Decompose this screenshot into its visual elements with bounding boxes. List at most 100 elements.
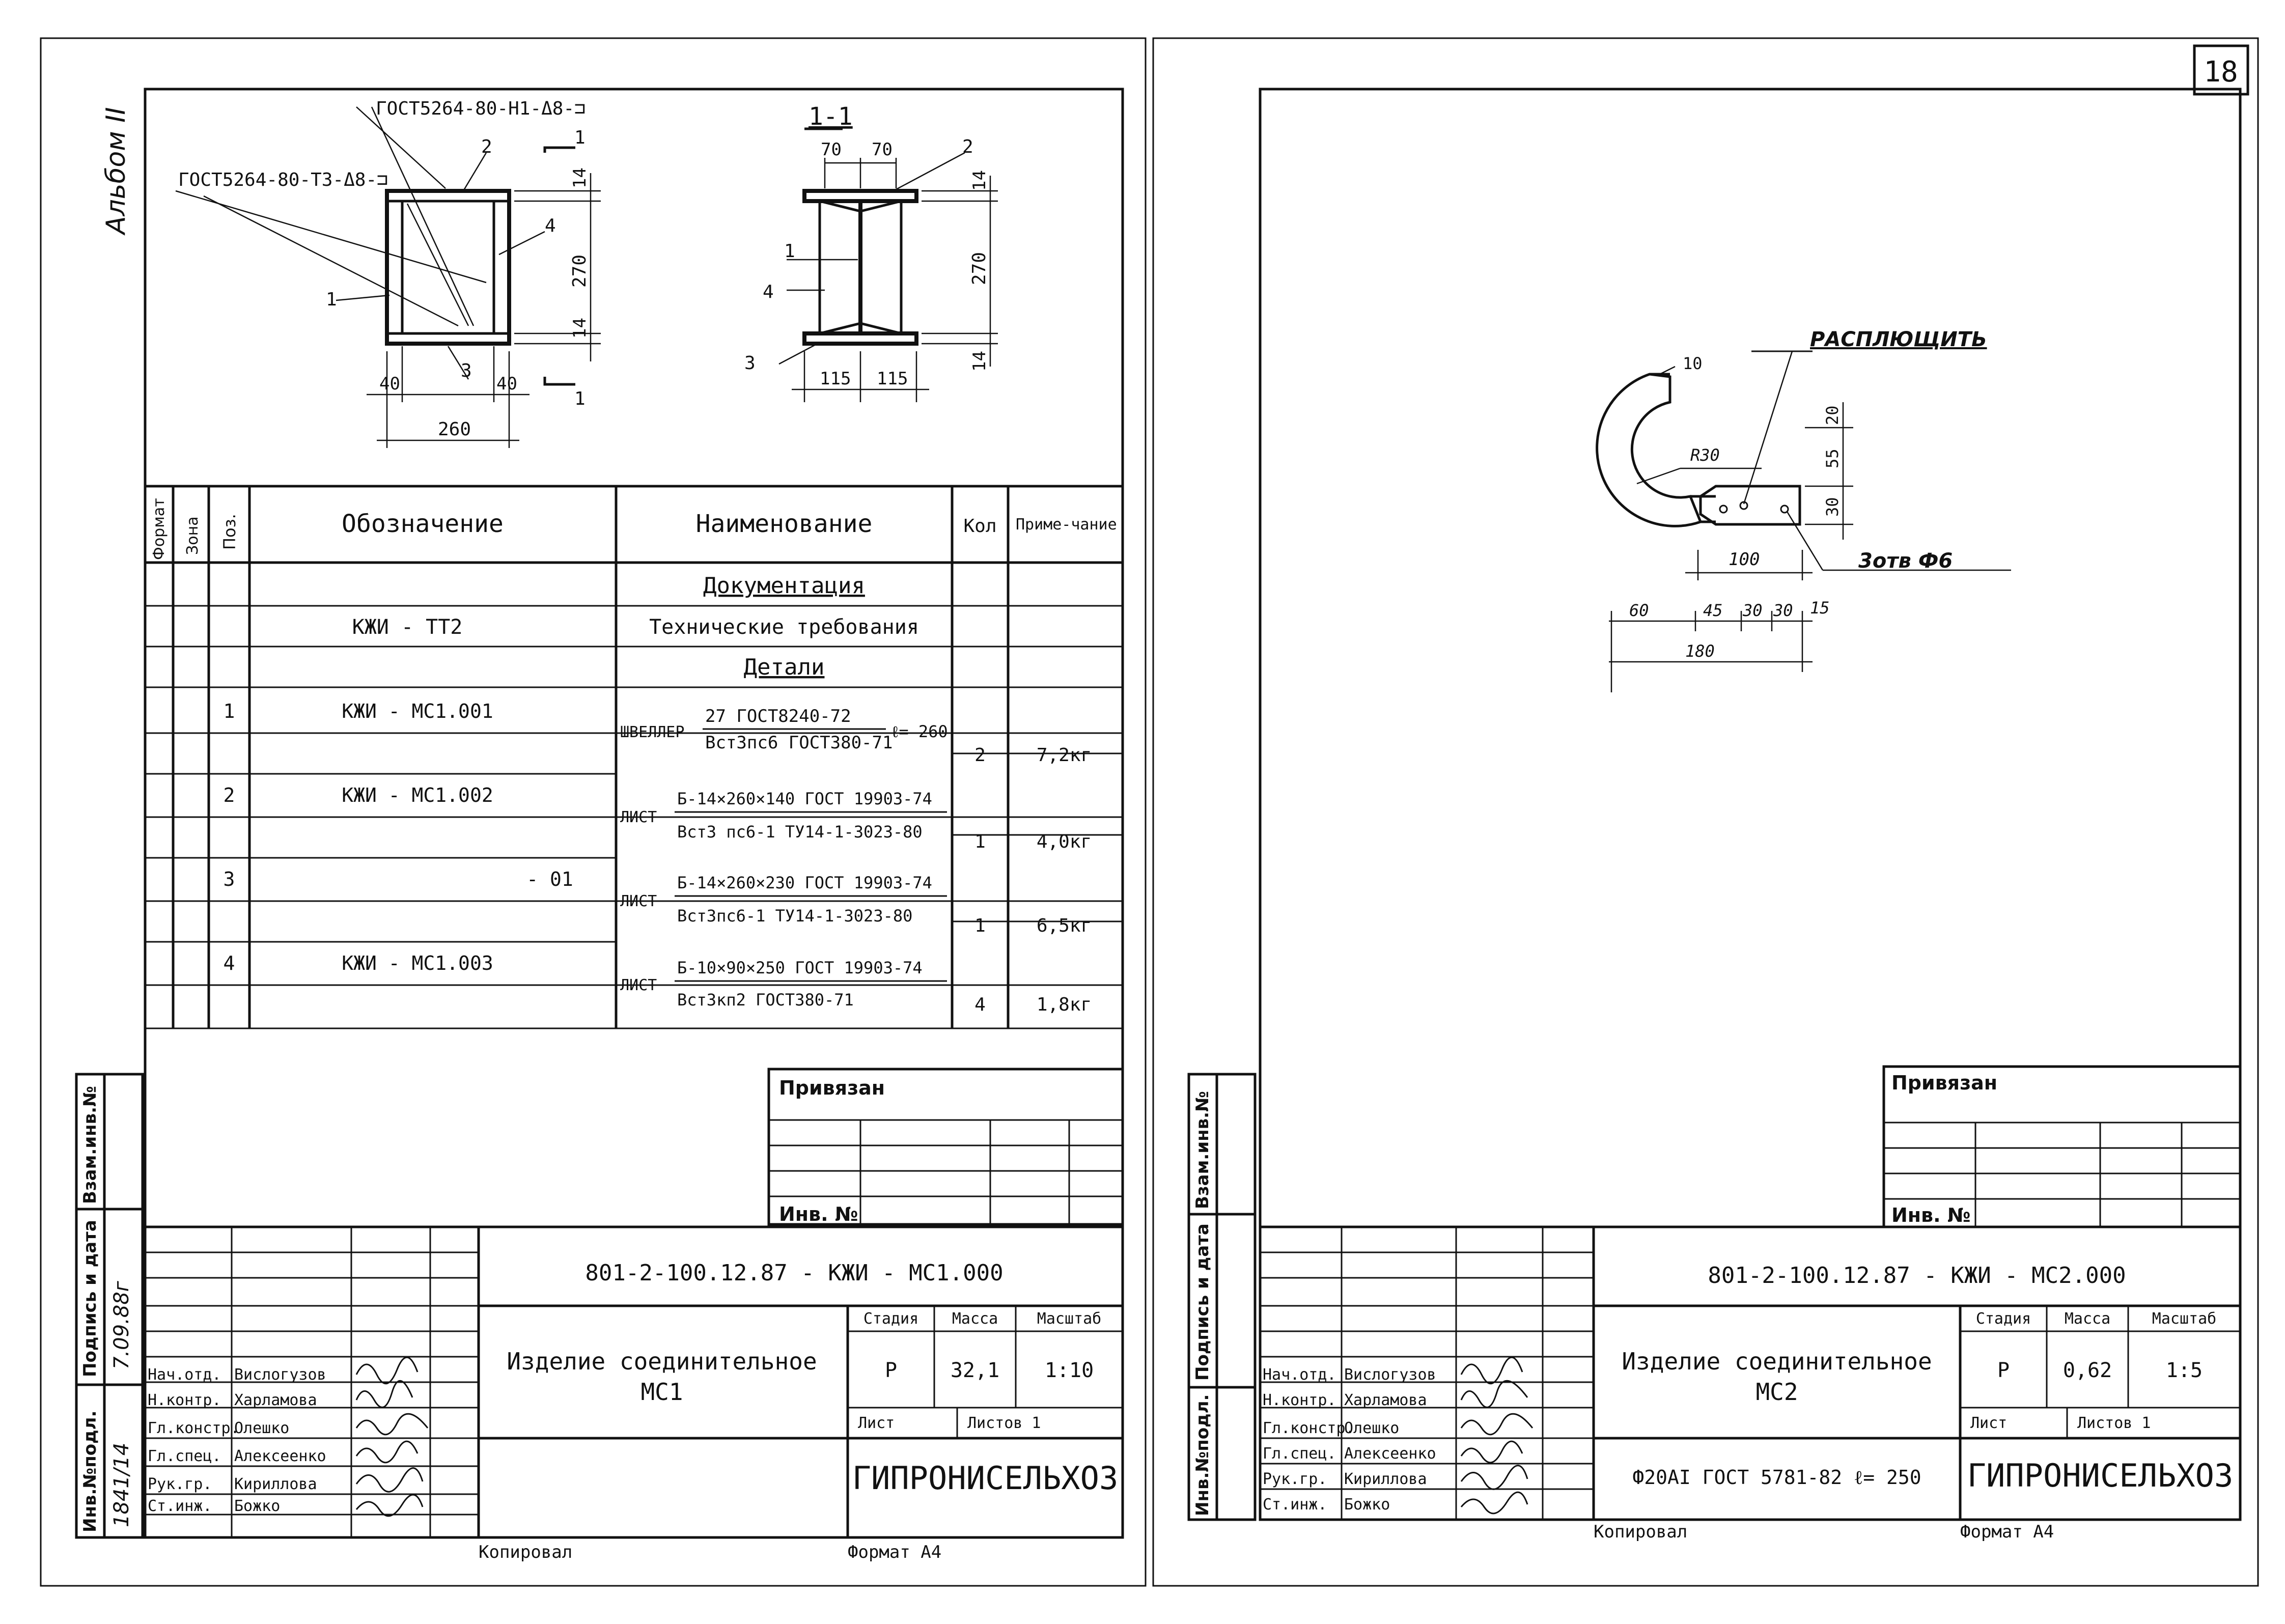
row2-mass: 4,0кг bbox=[1037, 831, 1092, 852]
left-sheet-border bbox=[40, 37, 1147, 1587]
left-margin-stamp bbox=[75, 1073, 144, 1539]
left-signatures bbox=[355, 1356, 429, 1517]
spec-row: 2 КЖИ - МС1.002 ЛИСТ Б-14×260×140 ГОСТ 1… bbox=[224, 784, 1092, 852]
left-margin-hand-date: 7.09.88г bbox=[110, 1280, 133, 1369]
left-role-0: Нач.отд. bbox=[148, 1366, 221, 1384]
rd-dim-45: 45 bbox=[1703, 601, 1723, 620]
d1-pos-4: 4 bbox=[545, 215, 556, 236]
left-role-5: Ст.инж. bbox=[148, 1497, 212, 1515]
row4-num: Б-10×90×250 ГОСТ 19903-74 bbox=[677, 958, 923, 977]
row1-code: КЖИ - МС1.001 bbox=[342, 700, 493, 722]
hdr-zone: Зона bbox=[184, 516, 202, 555]
left-title-line1: Изделие соединительное bbox=[507, 1348, 817, 1375]
spec-table-grid bbox=[145, 485, 1123, 1029]
left-name-0: Вислогузов bbox=[234, 1366, 326, 1384]
left-name-5: Божко bbox=[234, 1497, 280, 1515]
d1-dim-14a: 14 bbox=[570, 167, 590, 188]
right-margin-vzam: Взам.инв.№ bbox=[1192, 1091, 1213, 1209]
d1-dim-260: 260 bbox=[438, 419, 471, 440]
holes-label: 3отв Ф6 bbox=[1858, 549, 1953, 573]
left-margin-inv-podl: Инв.№подл. bbox=[80, 1411, 100, 1532]
right-h-scale: Масштаб bbox=[2152, 1310, 2216, 1328]
sec-pos-3: 3 bbox=[744, 353, 756, 374]
sheet-number-box bbox=[2193, 44, 2249, 96]
row2-den: Вст3 пс6-1 ТУ14-1-3023-80 bbox=[677, 822, 923, 842]
right-format: Формат А4 bbox=[1960, 1522, 2054, 1542]
rd-dim-10: 10 bbox=[1683, 354, 1703, 373]
right-role-1: Н.контр. bbox=[1263, 1391, 1336, 1409]
right-name-2: Олешко bbox=[1344, 1419, 1399, 1437]
left-privyazan-grid bbox=[767, 1068, 1124, 1226]
row1-mat: ШВЕЛЛЕР bbox=[620, 723, 684, 741]
right-privyazan-grid bbox=[1882, 1065, 2242, 1228]
row3-mat: ЛИСТ bbox=[620, 892, 657, 910]
row3-qty: 1 bbox=[974, 915, 986, 936]
right-scale: 1:5 bbox=[2166, 1359, 2203, 1382]
rd-dim-15: 15 bbox=[1810, 598, 1830, 618]
right-title-line2: МС2 bbox=[1755, 1378, 1798, 1406]
left-role-3: Гл.спец. bbox=[148, 1447, 221, 1465]
row3-mass: 6,5кг bbox=[1037, 915, 1092, 936]
right-hook-drawing bbox=[1596, 350, 2011, 692]
row4-den: Вст3кп2 ГОСТ380-71 bbox=[677, 990, 854, 1010]
right-margin-podpis: Подпись и дата bbox=[1192, 1223, 1213, 1381]
row4-code: КЖИ - МС1.003 bbox=[342, 952, 493, 974]
weld-top-label: ГОСТ5264-80-Н1-Δ8-⊐ bbox=[376, 98, 586, 119]
right-name-5: Божко bbox=[1344, 1496, 1390, 1514]
section-title: 1-1 bbox=[809, 102, 853, 131]
weld-left-label: ГОСТ5264-80-Т3-Δ8-⊐ bbox=[178, 170, 388, 190]
left-sheet: Лист bbox=[858, 1414, 895, 1432]
left-role-1: Н.контр. bbox=[148, 1391, 221, 1409]
right-name-3: Алексеенко bbox=[1344, 1445, 1436, 1463]
right-privyazan-label: Привязан bbox=[1891, 1072, 1997, 1094]
left-role-4: Рук.гр. bbox=[148, 1475, 212, 1493]
row2-num: Б-14×260×140 ГОСТ 19903-74 bbox=[677, 789, 932, 808]
left-h-mass: Масса bbox=[952, 1310, 998, 1328]
left-margin-podpis: Подпись и дата bbox=[80, 1220, 100, 1377]
left-format: Формат А4 bbox=[848, 1542, 941, 1562]
sec-pos-2: 2 bbox=[962, 136, 973, 157]
right-sheets: Листов 1 bbox=[2077, 1414, 2151, 1432]
left-name-3: Алексеенко bbox=[234, 1447, 326, 1465]
right-h-mass: Масса bbox=[2065, 1310, 2110, 1328]
doc-name: Технические требования bbox=[649, 615, 919, 639]
hdr-format: Формат bbox=[150, 498, 168, 560]
left-section-view bbox=[778, 127, 998, 402]
row4-qty: 4 bbox=[974, 994, 986, 1015]
left-name-2: Олешко bbox=[234, 1419, 289, 1437]
right-name-4: Кириллова bbox=[1344, 1470, 1427, 1488]
left-scale: 1:10 bbox=[1045, 1359, 1094, 1382]
rd-dim-30b: 30 bbox=[1773, 601, 1793, 620]
hdr-pos: Поз. bbox=[220, 514, 239, 550]
left-signature-roles: Нач.отд. Н.контр. Гл.констр. Гл.спец. Ру… bbox=[148, 1366, 326, 1515]
d1-dim-270: 270 bbox=[569, 255, 590, 288]
row3-code: - 01 bbox=[526, 868, 573, 890]
left-doc-code: 801-2-100.12.87 - КЖИ - МС1.000 bbox=[585, 1260, 1003, 1286]
left-margin-vzam: Взам.инв.№ bbox=[80, 1086, 100, 1204]
row2-mat: ЛИСТ bbox=[620, 808, 657, 826]
right-sheet: Лист bbox=[1970, 1414, 2007, 1432]
d1-cut-1b: 1 bbox=[574, 388, 586, 409]
right-signatures bbox=[1460, 1356, 1534, 1515]
right-org: ГИПРОНИСЕЛЬХОЗ bbox=[1967, 1457, 2234, 1494]
row1-pos: 1 bbox=[224, 700, 235, 722]
d1-pos-1: 1 bbox=[326, 289, 337, 310]
right-signature-roles: Нач.отд. Н.контр. Гл.констр. Гл.спец. Ру… bbox=[1263, 1366, 1436, 1514]
rd-dim-r30: R30 bbox=[1690, 445, 1720, 465]
right-name-0: Вислогузов bbox=[1344, 1366, 1436, 1384]
right-inv-no-label: Инв. № bbox=[1891, 1204, 1971, 1226]
right-material: Ф20АI ГОСТ 5781-82 ℓ= 250 bbox=[1632, 1466, 1921, 1489]
left-sheets: Листов 1 bbox=[967, 1414, 1041, 1432]
right-margin-stamp bbox=[1187, 1073, 1257, 1521]
left-copied: Копировал bbox=[479, 1542, 572, 1562]
left-plan-view bbox=[175, 106, 601, 448]
left-name-4: Кириллова bbox=[234, 1475, 317, 1493]
right-stage: Р bbox=[1997, 1359, 2010, 1382]
d1-dim-40a: 40 bbox=[379, 374, 400, 394]
right-margin-inv-podl: Инв.№подл. bbox=[1192, 1394, 1213, 1516]
section-details: Детали bbox=[744, 654, 825, 680]
rd-dim-180: 180 bbox=[1685, 641, 1715, 661]
rd-dim-20: 20 bbox=[1823, 405, 1842, 425]
sec-dim-14a: 14 bbox=[969, 170, 990, 191]
